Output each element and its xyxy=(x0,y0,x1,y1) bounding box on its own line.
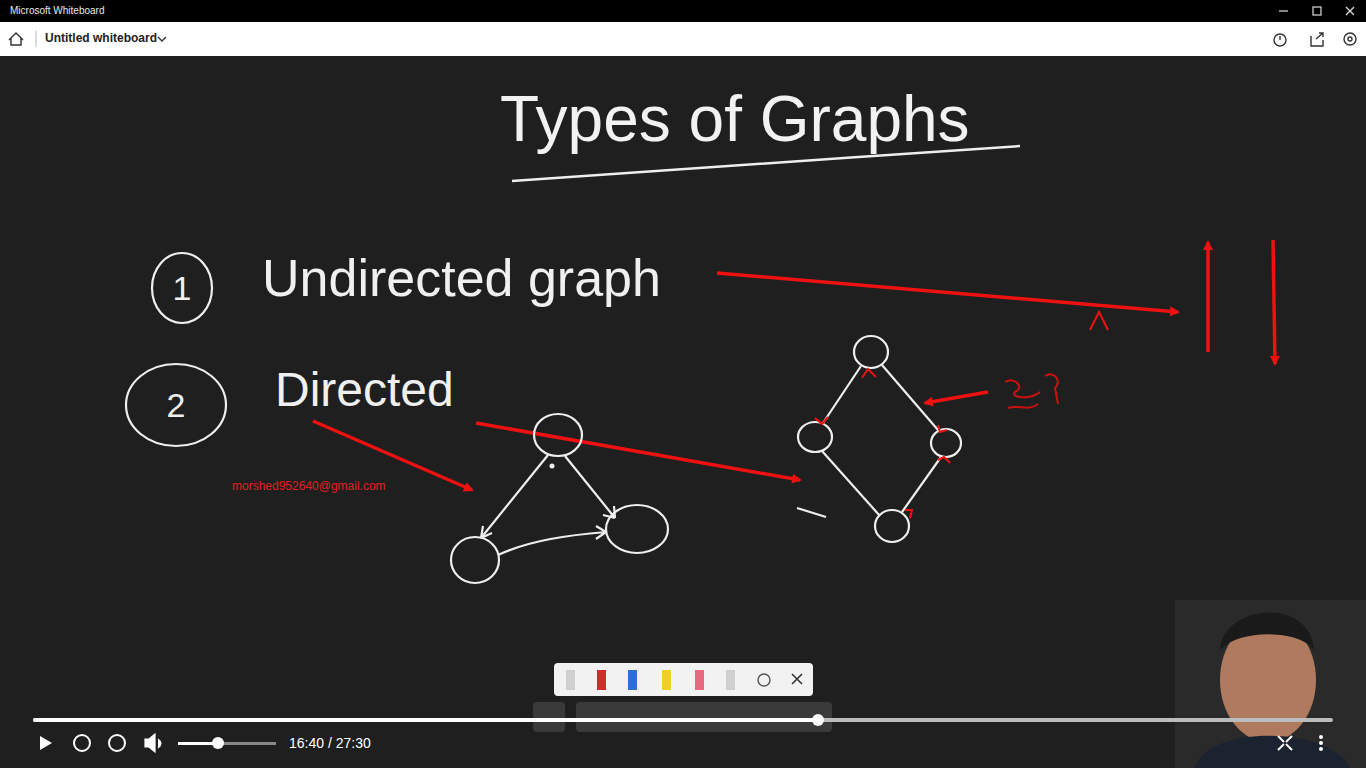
heading-item: Directed xyxy=(275,362,454,417)
window-title: Microsoft Whiteboard xyxy=(10,5,104,16)
circle-stroke xyxy=(152,253,212,323)
circled-number: 1 xyxy=(150,251,214,325)
board-title: Types of Graphs xyxy=(500,82,970,156)
video-time: 16:40 / 27:30 xyxy=(289,735,371,751)
circled-number: 2 xyxy=(124,362,228,448)
circle-stroke xyxy=(126,364,226,446)
watermark: morshed952640@gmail.com xyxy=(232,479,386,493)
number-holder: 2 xyxy=(124,362,228,448)
number-holder: 1 xyxy=(150,251,214,325)
document-title: Untitled whiteboard xyxy=(45,31,157,45)
callout-number: 2 xyxy=(167,386,186,425)
heading-item: Undirected graph xyxy=(262,248,661,308)
callout-number: 1 xyxy=(173,269,192,308)
